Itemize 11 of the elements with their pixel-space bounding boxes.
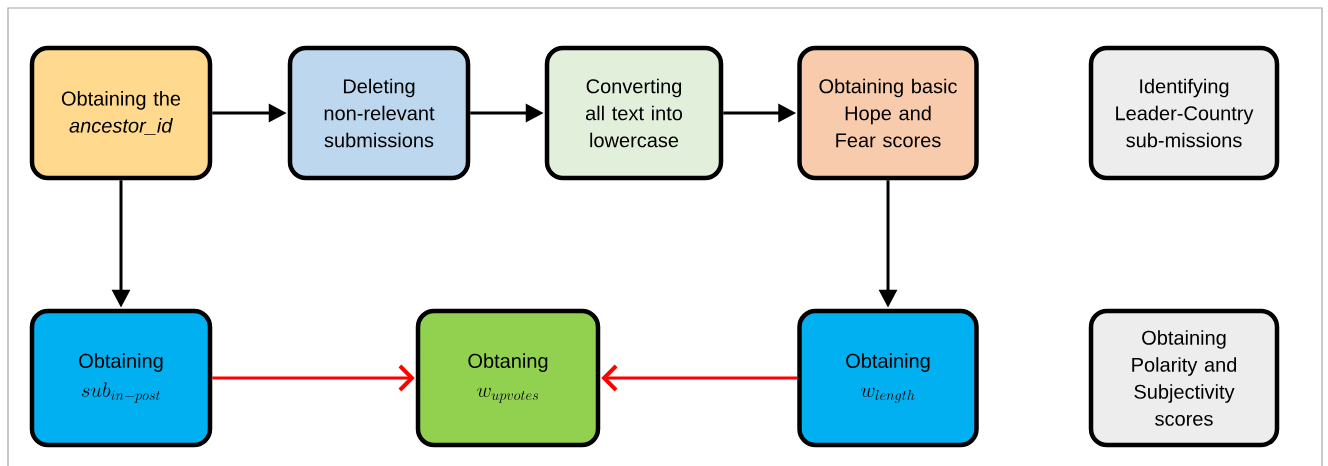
process-box: Obtaining Polarity and Subjectivity scores — [1088, 308, 1280, 448]
process-box: Obtaining the ancestor_id — [29, 45, 213, 181]
arrow — [601, 364, 798, 392]
process-box: Obtaining $sub_{in-post}$ — [29, 308, 213, 448]
process-box: Deleting non-relevant submissions — [287, 45, 471, 181]
process-box: Converting all text into lowercase — [544, 45, 724, 181]
process-box: Obtaining $w_{length}$ — [797, 308, 979, 448]
arrow — [212, 364, 415, 392]
process-box: Obtaining basic Hope and Fear scores — [797, 45, 979, 181]
process-box: Obtaning $w_{upvotes}$ — [415, 308, 601, 448]
process-box: Identifying Leader-Country sub-missions — [1088, 45, 1280, 181]
